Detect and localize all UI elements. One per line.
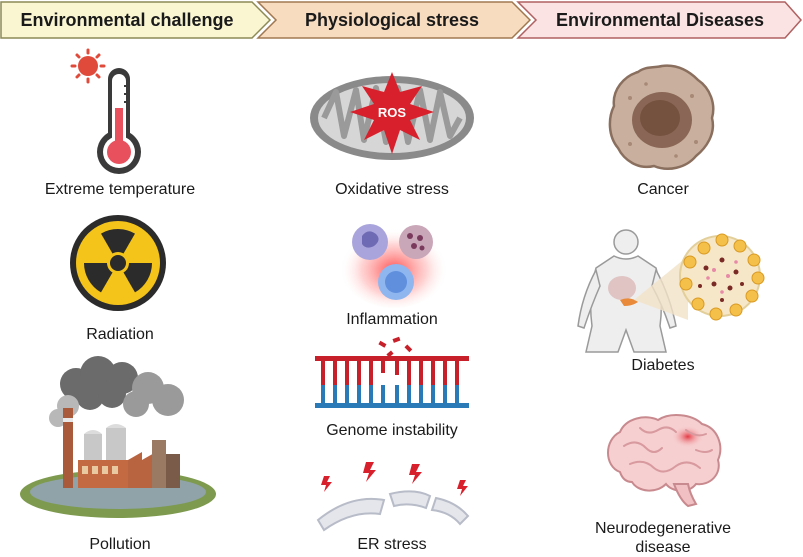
label-neurodegenerative-line1: Neurodegenerative <box>594 520 732 537</box>
factory-pollution-icon <box>20 356 216 518</box>
label-diabetes: Diabetes <box>631 357 695 374</box>
header-physiological-stress: Physiological stress <box>304 10 480 30</box>
brain-icon <box>607 414 722 508</box>
header-environmental-challenge: Environmental challenge <box>20 10 234 30</box>
banner-arrow-2 <box>256 1 532 39</box>
label-pollution: Pollution <box>89 536 151 553</box>
label-oxidative-stress: Oxidative stress <box>335 181 449 198</box>
body-pancreas-icon <box>577 229 765 353</box>
ros-burst <box>350 72 434 154</box>
label-neurodegenerative-disease: Neurodegenerative disease <box>543 519 783 557</box>
label-radiation: Radiation <box>86 326 154 343</box>
label-extreme-temperature: Extreme temperature <box>44 181 196 198</box>
header-banner <box>0 1 803 39</box>
label-genome-instability: Genome instability <box>326 422 458 439</box>
sun-icon <box>70 48 106 84</box>
thermometer-icon <box>70 48 141 174</box>
cancer-cell-icon <box>608 64 715 170</box>
label-cancer: Cancer <box>637 181 689 198</box>
radiation-icon <box>70 215 166 311</box>
label-neurodegenerative-line2: disease <box>635 539 691 556</box>
label-er-stress: ER stress <box>357 536 427 553</box>
banner-arrow-3 <box>516 1 803 39</box>
label-inflammation: Inflammation <box>346 311 438 328</box>
endoplasmic-reticulum-icon <box>316 462 470 532</box>
header-environmental-diseases: Environmental Diseases <box>555 10 765 30</box>
ros-badge: ROS <box>378 105 407 120</box>
broken-dna-icon <box>315 336 469 408</box>
mitochondrion-ros-icon: ROS <box>310 72 474 160</box>
immune-cells-icon <box>340 224 448 308</box>
banner-arrow-1 <box>0 1 272 39</box>
